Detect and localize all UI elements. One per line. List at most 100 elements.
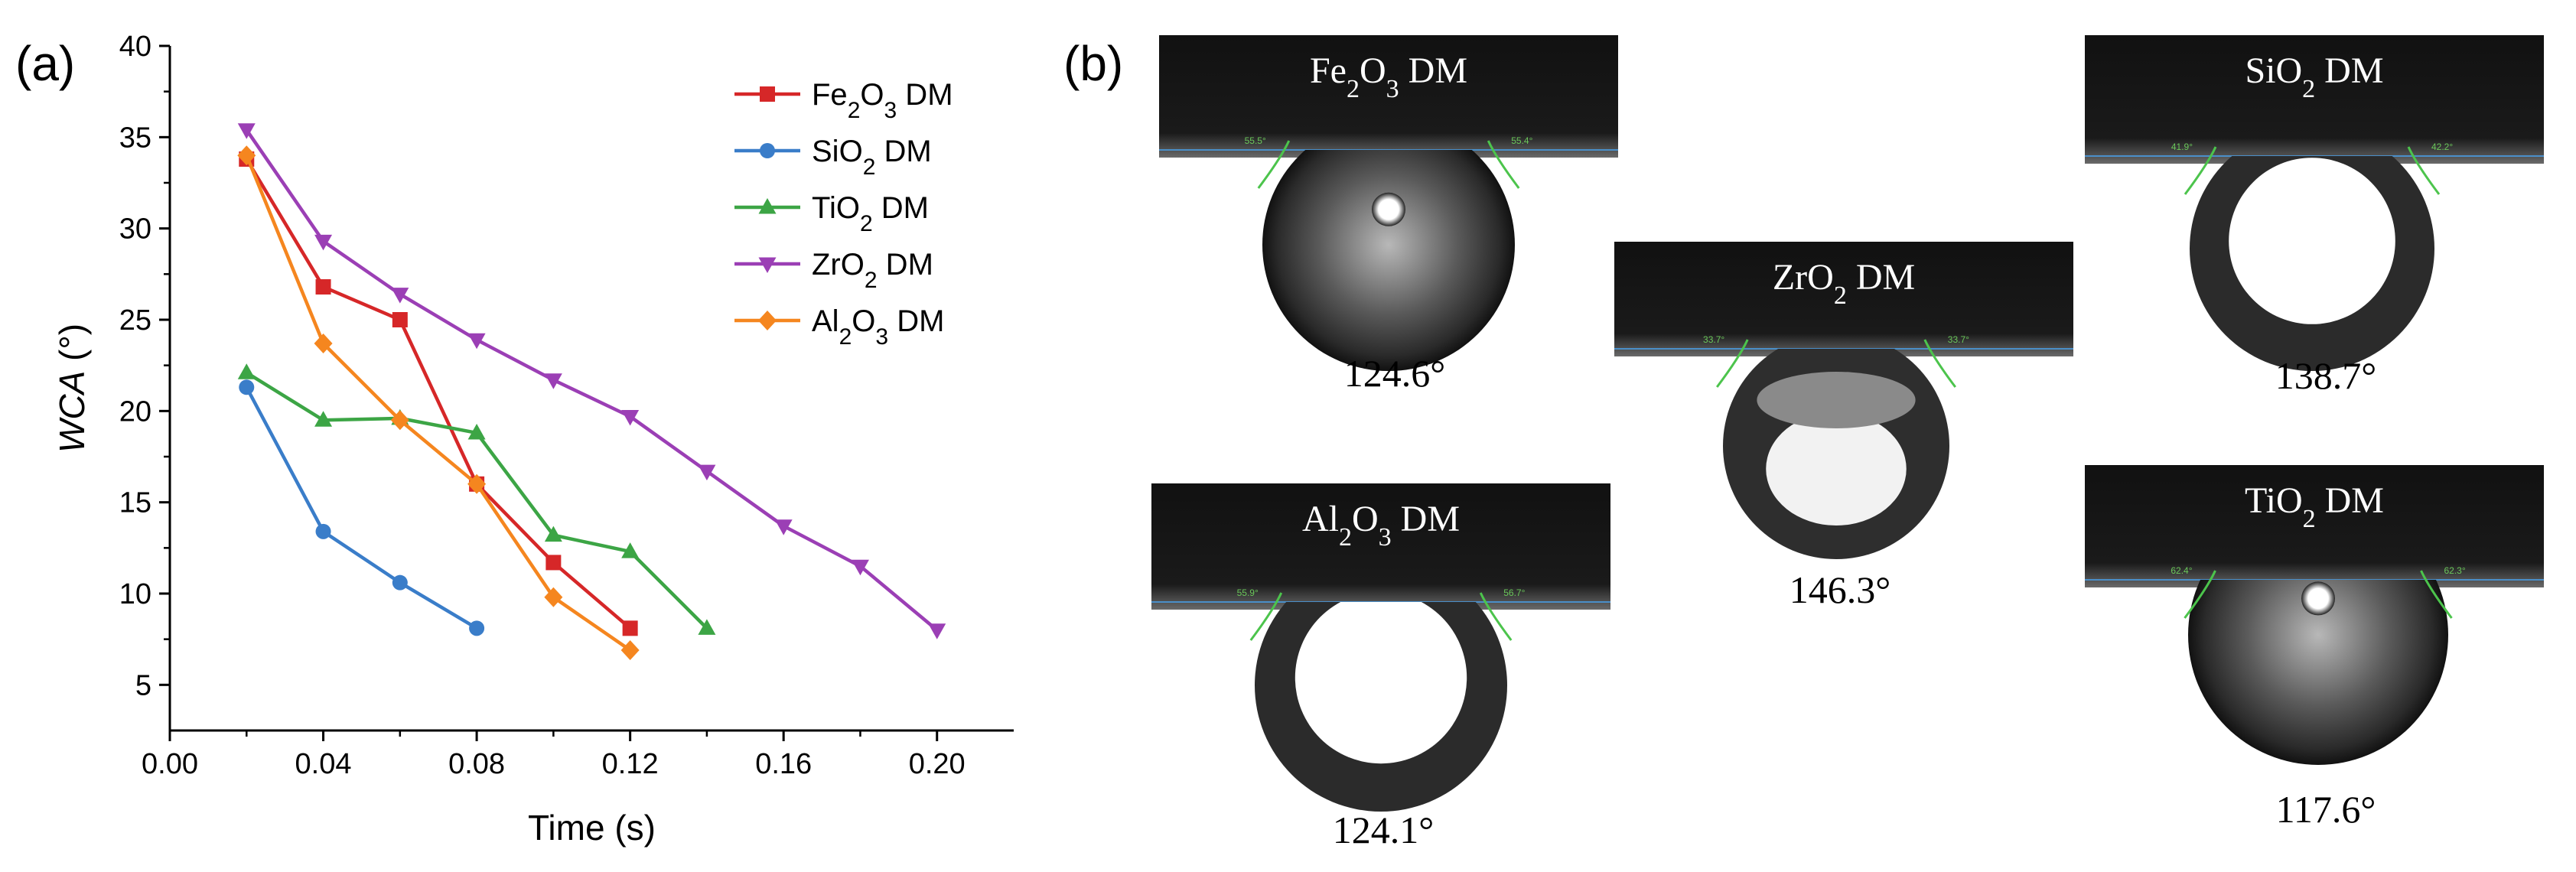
x-tick-label: 0.20 <box>909 748 966 780</box>
contact-angle-value: 124.6° <box>1344 352 1446 395</box>
right-contact-angle: 62.3° <box>2444 565 2466 576</box>
droplet <box>1723 349 1949 559</box>
legend-item: Fe2O3 DM <box>734 78 953 123</box>
data-point <box>314 234 333 251</box>
left-tangent <box>2184 146 2217 195</box>
droplet-shape <box>1262 150 1515 371</box>
data-point <box>239 379 255 395</box>
droplet-center <box>1766 412 1907 525</box>
left-contact-angle: 62.4° <box>2171 565 2192 576</box>
legend-label: ZrO2 DM <box>812 248 933 293</box>
series-tio-dm <box>237 363 716 635</box>
contact-angle-value: 138.7° <box>2275 354 2377 397</box>
data-point <box>544 373 562 389</box>
y-tick-label: 10 <box>119 578 151 610</box>
legend-label: Al2O3 DM <box>812 304 944 350</box>
substrate-bar <box>1159 35 1618 158</box>
data-point <box>391 288 409 304</box>
data-point <box>774 519 793 535</box>
right-tangent <box>1923 339 1957 388</box>
legend-label: SiO2 DM <box>812 135 932 180</box>
data-point <box>314 411 333 427</box>
legend-item: Al2O3 DM <box>734 304 944 350</box>
data-point <box>621 409 640 426</box>
y-tick-label: 15 <box>119 487 151 519</box>
series-sio-dm <box>239 379 485 636</box>
left-contact-angle: 41.9° <box>2171 142 2193 152</box>
series-al-dm <box>237 145 640 660</box>
droplet-shape <box>2188 580 2448 765</box>
left-contact-angle: 55.5° <box>1245 135 1266 146</box>
right-contact-angle: 42.2° <box>2431 142 2453 152</box>
y-tick-label: 30 <box>119 213 151 246</box>
series-line <box>245 386 478 630</box>
left-tangent <box>1257 140 1291 189</box>
contact-angle-value: 146.3° <box>1790 568 1891 611</box>
data-point <box>314 334 333 354</box>
series-line <box>245 129 939 632</box>
right-contact-angle: 55.4° <box>1511 135 1532 146</box>
x-tick-label: 0.00 <box>142 748 198 780</box>
data-point <box>851 559 869 576</box>
droplet-photo-sio: 41.9° 42.2° SiO2 DM <box>2085 35 2544 371</box>
data-point <box>392 574 408 591</box>
droplet-photo-al: 55.9°56.7°Al2O3 DM <box>1151 483 1610 812</box>
photo-title: Al2O3 DM <box>1302 499 1460 552</box>
droplet-highlight <box>2301 581 2335 616</box>
data-point <box>392 312 408 327</box>
data-point <box>469 620 485 636</box>
data-point <box>315 523 331 539</box>
data-point <box>620 639 640 660</box>
legend-item: TiO2 DM <box>734 191 929 236</box>
y-tick-label: 40 <box>119 31 151 63</box>
data-point <box>237 123 256 139</box>
data-point <box>237 145 256 166</box>
y-axis-title: WCA (°) <box>52 324 92 453</box>
substrate-bar <box>2085 35 2544 164</box>
data-point <box>698 464 716 481</box>
contact-angle-value: 117.6° <box>2276 788 2376 831</box>
left-tangent <box>1249 592 1283 641</box>
left-tangent <box>1715 339 1749 388</box>
series-line <box>245 155 631 652</box>
data-point <box>315 279 331 295</box>
data-point <box>621 542 640 558</box>
series-zro-dm <box>237 123 946 639</box>
legend-item: SiO2 DM <box>734 135 932 180</box>
legend-label: TiO2 DM <box>812 191 929 236</box>
legend-marker <box>758 198 777 214</box>
legend-item: ZrO2 DM <box>734 248 933 293</box>
droplet-center <box>2229 158 2395 324</box>
droplet-highlight <box>1372 192 1405 226</box>
data-point <box>467 473 487 494</box>
data-point <box>237 363 256 379</box>
legend-marker <box>760 86 775 102</box>
y-tick-label: 5 <box>135 669 151 701</box>
data-point <box>698 619 716 635</box>
data-point <box>390 410 409 431</box>
droplet-photo-zro: 33.7°33.7°ZrO2 DM <box>1614 242 2073 559</box>
photo-title: ZrO2 DM <box>1773 257 1915 310</box>
x-axis-title: Time (s) <box>528 808 656 848</box>
right-tangent <box>2407 146 2441 195</box>
x-tick-label: 0.12 <box>602 748 659 780</box>
droplet <box>1262 150 1515 371</box>
substrate-bar <box>1151 483 1610 610</box>
y-tick-label: 25 <box>119 304 151 337</box>
droplet <box>1255 602 1507 812</box>
droplet-photo-fe: 55.5°55.4°Fe2O3 DM <box>1159 35 1618 371</box>
data-point <box>544 525 562 542</box>
photo-title: TiO2 DM <box>2245 480 2384 533</box>
legend-marker <box>758 257 777 273</box>
legend-marker <box>758 311 777 330</box>
photo-title: SiO2 DM <box>2245 50 2383 103</box>
data-point <box>467 423 486 440</box>
right-tangent <box>1479 592 1513 641</box>
right-tangent <box>1487 140 1520 189</box>
y-tick-label: 35 <box>119 122 151 154</box>
droplet <box>2190 156 2434 371</box>
contact-angle-value: 124.1° <box>1333 809 1435 851</box>
